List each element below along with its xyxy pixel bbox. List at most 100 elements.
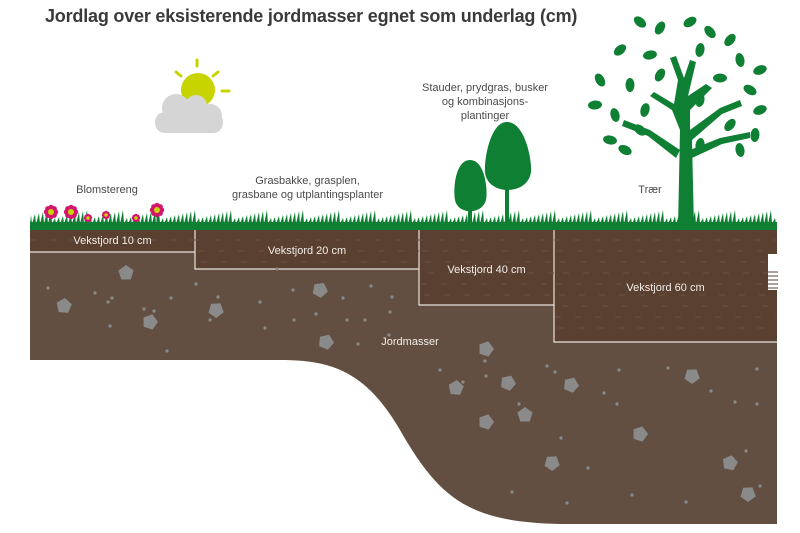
- pebble: [165, 349, 169, 353]
- subsoil-label: Jordmasser: [381, 336, 439, 348]
- leaf: [735, 53, 745, 67]
- pebble: [388, 310, 392, 314]
- pebble: [208, 318, 212, 322]
- leaf: [613, 44, 627, 56]
- diagram-title: Jordlag over eksisterende jordmasser egn…: [45, 6, 578, 26]
- pebble: [565, 501, 569, 505]
- layer-label-20cm: Vekstjord 20 cm: [267, 245, 347, 257]
- pebble: [461, 380, 465, 384]
- leaf: [643, 50, 657, 60]
- pebble: [106, 300, 110, 304]
- topsoil-60cm: [554, 230, 777, 342]
- tree-icon: [588, 16, 767, 228]
- scale-notch: [768, 254, 780, 290]
- flower: [43, 204, 59, 224]
- pebble: [314, 312, 318, 316]
- pebble: [142, 307, 146, 311]
- pebble: [390, 295, 394, 299]
- leaf: [654, 21, 666, 35]
- stone: [479, 414, 494, 430]
- stone: [208, 303, 224, 318]
- caption-traer: Trær: [638, 184, 662, 196]
- layer-label-60cm: Vekstjord 60 cm: [626, 282, 705, 294]
- pebble: [369, 284, 373, 288]
- leaf: [610, 108, 620, 122]
- pebble: [46, 286, 50, 290]
- pebble: [709, 389, 713, 393]
- pebble: [517, 402, 521, 406]
- stone: [319, 334, 334, 350]
- flower: [149, 202, 165, 224]
- stone: [633, 426, 648, 442]
- pebble: [292, 318, 296, 322]
- flower: [63, 204, 79, 224]
- cloud-icon: [155, 94, 223, 133]
- stone: [517, 407, 533, 422]
- topsoil-10cm: [30, 230, 195, 252]
- stone: [448, 380, 464, 395]
- sun-behind-cloud-icon: [155, 58, 231, 133]
- stone: [544, 456, 560, 471]
- pebble: [356, 342, 360, 346]
- stone: [479, 341, 494, 357]
- pebble: [483, 359, 487, 363]
- pebble: [258, 300, 262, 304]
- stones: [46, 265, 762, 505]
- pebble: [684, 500, 688, 504]
- grass-icon: [30, 210, 777, 230]
- grass-blades: [30, 210, 777, 224]
- stone: [56, 298, 72, 313]
- leaf: [683, 16, 697, 28]
- pebble: [110, 296, 114, 300]
- leaf: [640, 103, 650, 117]
- pebble: [108, 324, 112, 328]
- pebble: [758, 484, 762, 488]
- stone: [740, 487, 756, 502]
- pebble: [666, 366, 670, 370]
- leaf: [753, 65, 767, 75]
- pebble: [602, 391, 606, 395]
- pebble: [545, 364, 549, 368]
- flowers-icon: [43, 202, 165, 224]
- leaf: [735, 143, 745, 157]
- caption-grasbakke: Grasbakke, grasplen, grasbane og utplant…: [231, 175, 384, 201]
- pebble: [510, 490, 514, 494]
- pebble: [617, 368, 621, 372]
- topsoil-layers: [30, 230, 777, 343]
- stone: [564, 377, 579, 393]
- flower: [101, 210, 111, 224]
- pebble: [291, 288, 295, 292]
- leaf: [625, 78, 635, 92]
- pebble: [484, 374, 488, 378]
- leaf: [753, 105, 767, 115]
- shrubs-icon: [454, 122, 532, 226]
- pebble: [216, 295, 220, 299]
- stone: [723, 455, 738, 471]
- stone: [312, 283, 328, 298]
- leaf: [603, 135, 617, 145]
- caption-blomstereng: Blomstereng: [76, 184, 138, 196]
- pebble: [615, 402, 619, 406]
- leaf: [724, 118, 736, 132]
- leaf: [633, 124, 647, 136]
- stone: [501, 375, 516, 391]
- leaf: [695, 93, 705, 107]
- layer-label-10cm: Vekstjord 10 cm: [73, 235, 152, 247]
- topsoil-40cm: [419, 230, 554, 305]
- pebble: [152, 309, 156, 313]
- pebble: [559, 436, 563, 440]
- leaf: [695, 138, 705, 152]
- leaf: [743, 84, 757, 96]
- pebble: [755, 402, 759, 406]
- leaf: [588, 100, 602, 110]
- pebble: [275, 267, 279, 271]
- stone: [143, 314, 158, 330]
- layer-label-40cm: Vekstjord 40 cm: [447, 264, 526, 276]
- leaf: [654, 68, 666, 82]
- leaf: [750, 128, 760, 142]
- pebble: [93, 291, 97, 295]
- pebble: [387, 333, 391, 337]
- stone: [684, 369, 700, 384]
- stone: [118, 265, 134, 280]
